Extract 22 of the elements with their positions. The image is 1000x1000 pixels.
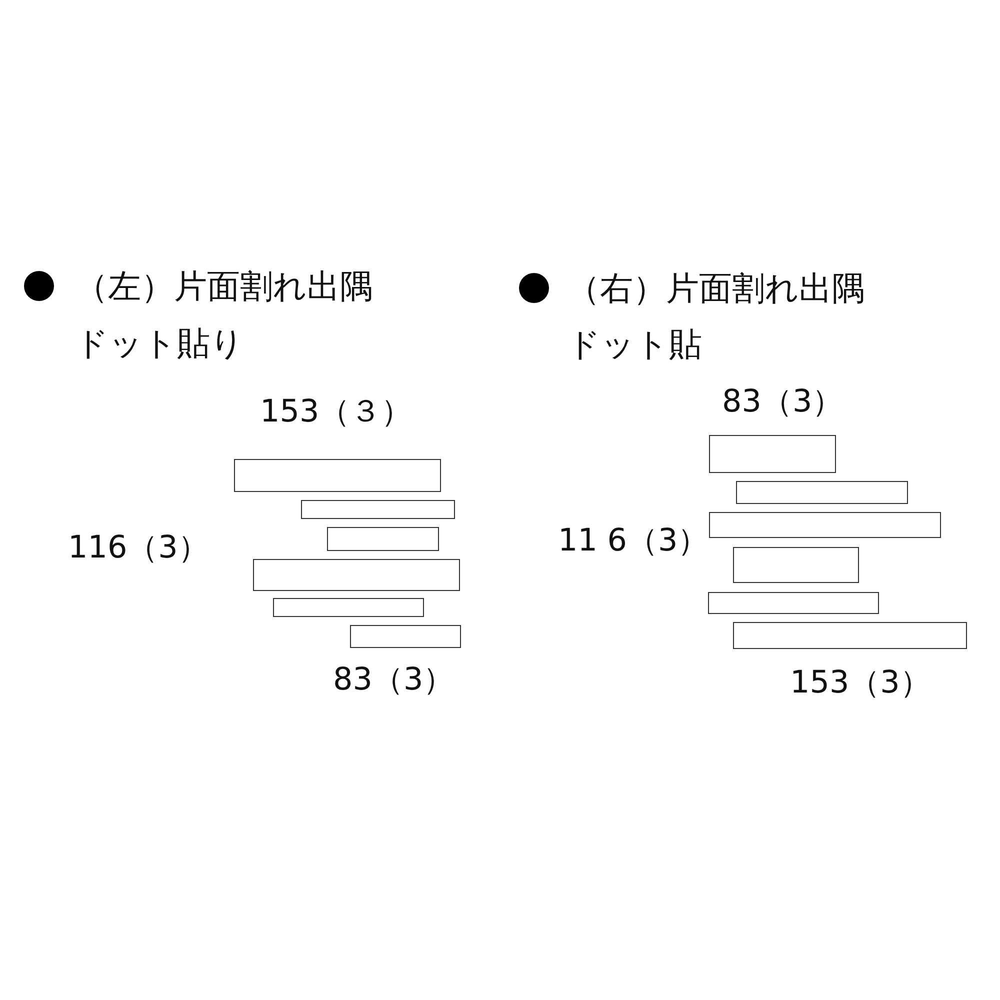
dimension-text: 11 6（3） xyxy=(558,526,709,556)
dimension-text: 153（３） xyxy=(260,396,412,428)
box-tile xyxy=(273,598,424,617)
box-tile xyxy=(733,547,859,583)
dimension-text: 153（3） xyxy=(790,668,931,698)
box-tile xyxy=(709,435,836,473)
box-tile xyxy=(253,559,460,591)
box-tile xyxy=(350,625,461,648)
box-tile xyxy=(736,481,908,504)
heading-text: （右）片面割れ出隅 xyxy=(567,272,865,304)
heading-text: （左）片面割れ出隅 xyxy=(75,270,373,302)
box-tile xyxy=(234,459,441,492)
box-tile xyxy=(709,512,941,538)
heading-text: ドット貼 xyxy=(567,328,702,360)
box-tile xyxy=(733,622,967,649)
box-tile xyxy=(301,500,455,519)
dimension-text: 83（3） xyxy=(722,386,844,418)
heading-text: ドット貼り xyxy=(75,326,244,360)
box-tile xyxy=(327,527,439,551)
dimension-text: 116（3） xyxy=(68,532,209,564)
box-tile xyxy=(708,592,879,614)
dimension-text: 83（3） xyxy=(333,664,454,696)
